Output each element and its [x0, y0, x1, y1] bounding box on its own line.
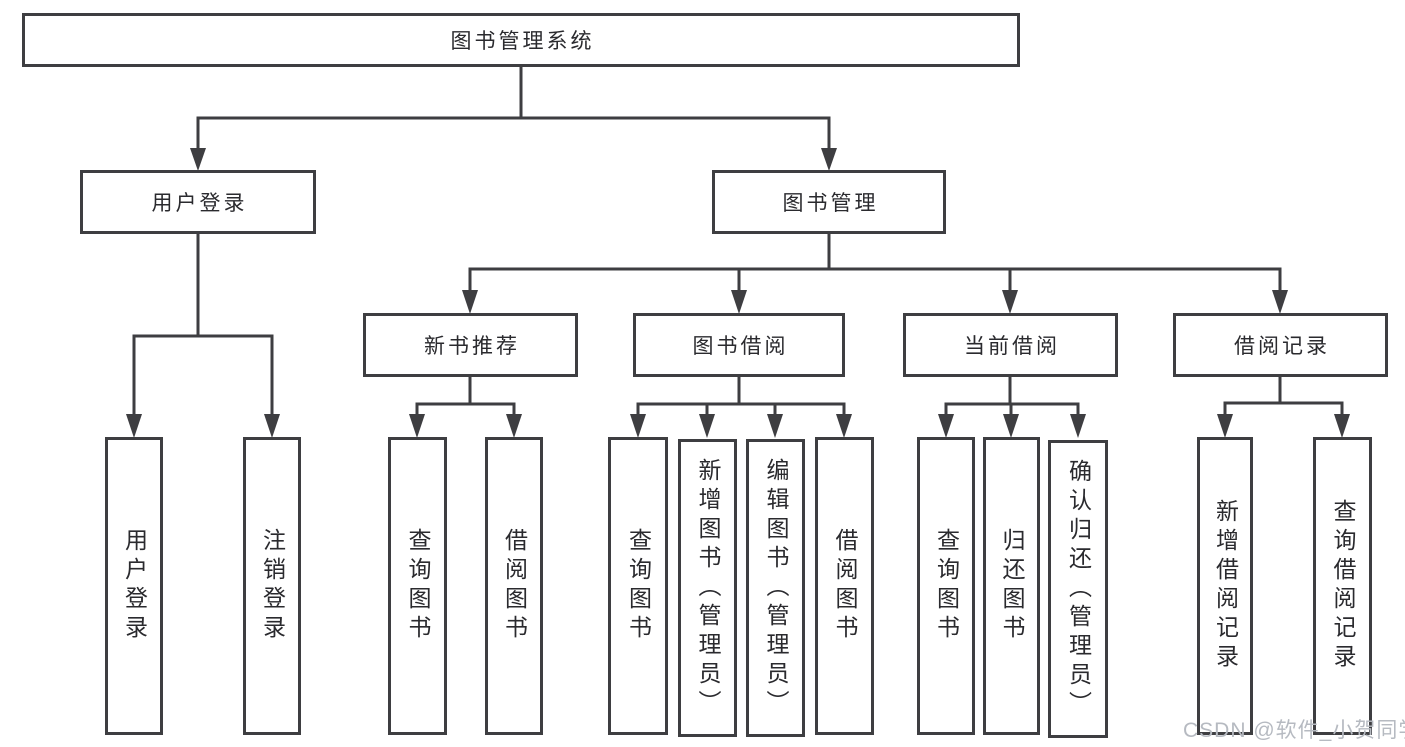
leaf-query-books-recommend: 查询图书 [388, 437, 447, 735]
leaf-confirm-return-admin: 确认归还（管理员） [1048, 440, 1108, 738]
leaf-add-books-admin: 新增图书（管理员） [678, 439, 737, 737]
connector-borrow-record-branch [1217, 377, 1350, 438]
connector-new-book-branch [409, 377, 522, 438]
leaf-borrow-books-recommend: 借阅图书 [485, 437, 543, 735]
node-user-login: 用户登录 [80, 170, 316, 234]
leaf-return-books: 归还图书 [983, 437, 1040, 735]
node-borrow-records: 借阅记录 [1173, 313, 1388, 377]
connector-root-to-level2 [190, 66, 837, 171]
leaf-user-login: 用户登录 [105, 437, 163, 735]
node-new-book-recommend: 新书推荐 [363, 313, 578, 377]
connector-current-borrow-branch [938, 377, 1086, 438]
connector-user-login-branch [126, 233, 280, 438]
node-book-management: 图书管理 [712, 170, 946, 234]
leaf-query-books-borrow: 查询图书 [608, 437, 668, 735]
leaf-query-books-current: 查询图书 [917, 437, 975, 735]
leaf-add-borrow-record: 新增借阅记录 [1197, 437, 1253, 735]
leaf-edit-books-admin: 编辑图书（管理员） [746, 439, 805, 737]
connector-book-borrow-branch [630, 377, 852, 438]
csdn-watermark: CSDN @软件_小贺同学 [1183, 719, 1405, 742]
leaf-borrow-books: 借阅图书 [815, 437, 874, 735]
node-book-borrow: 图书借阅 [633, 313, 845, 377]
leaf-logout: 注销登录 [243, 437, 301, 735]
connector-book-management-branch [462, 233, 1288, 314]
leaf-query-borrow-record: 查询借阅记录 [1313, 437, 1372, 735]
node-current-borrow: 当前借阅 [903, 313, 1118, 377]
node-library-management-system: 图书管理系统 [22, 13, 1020, 67]
